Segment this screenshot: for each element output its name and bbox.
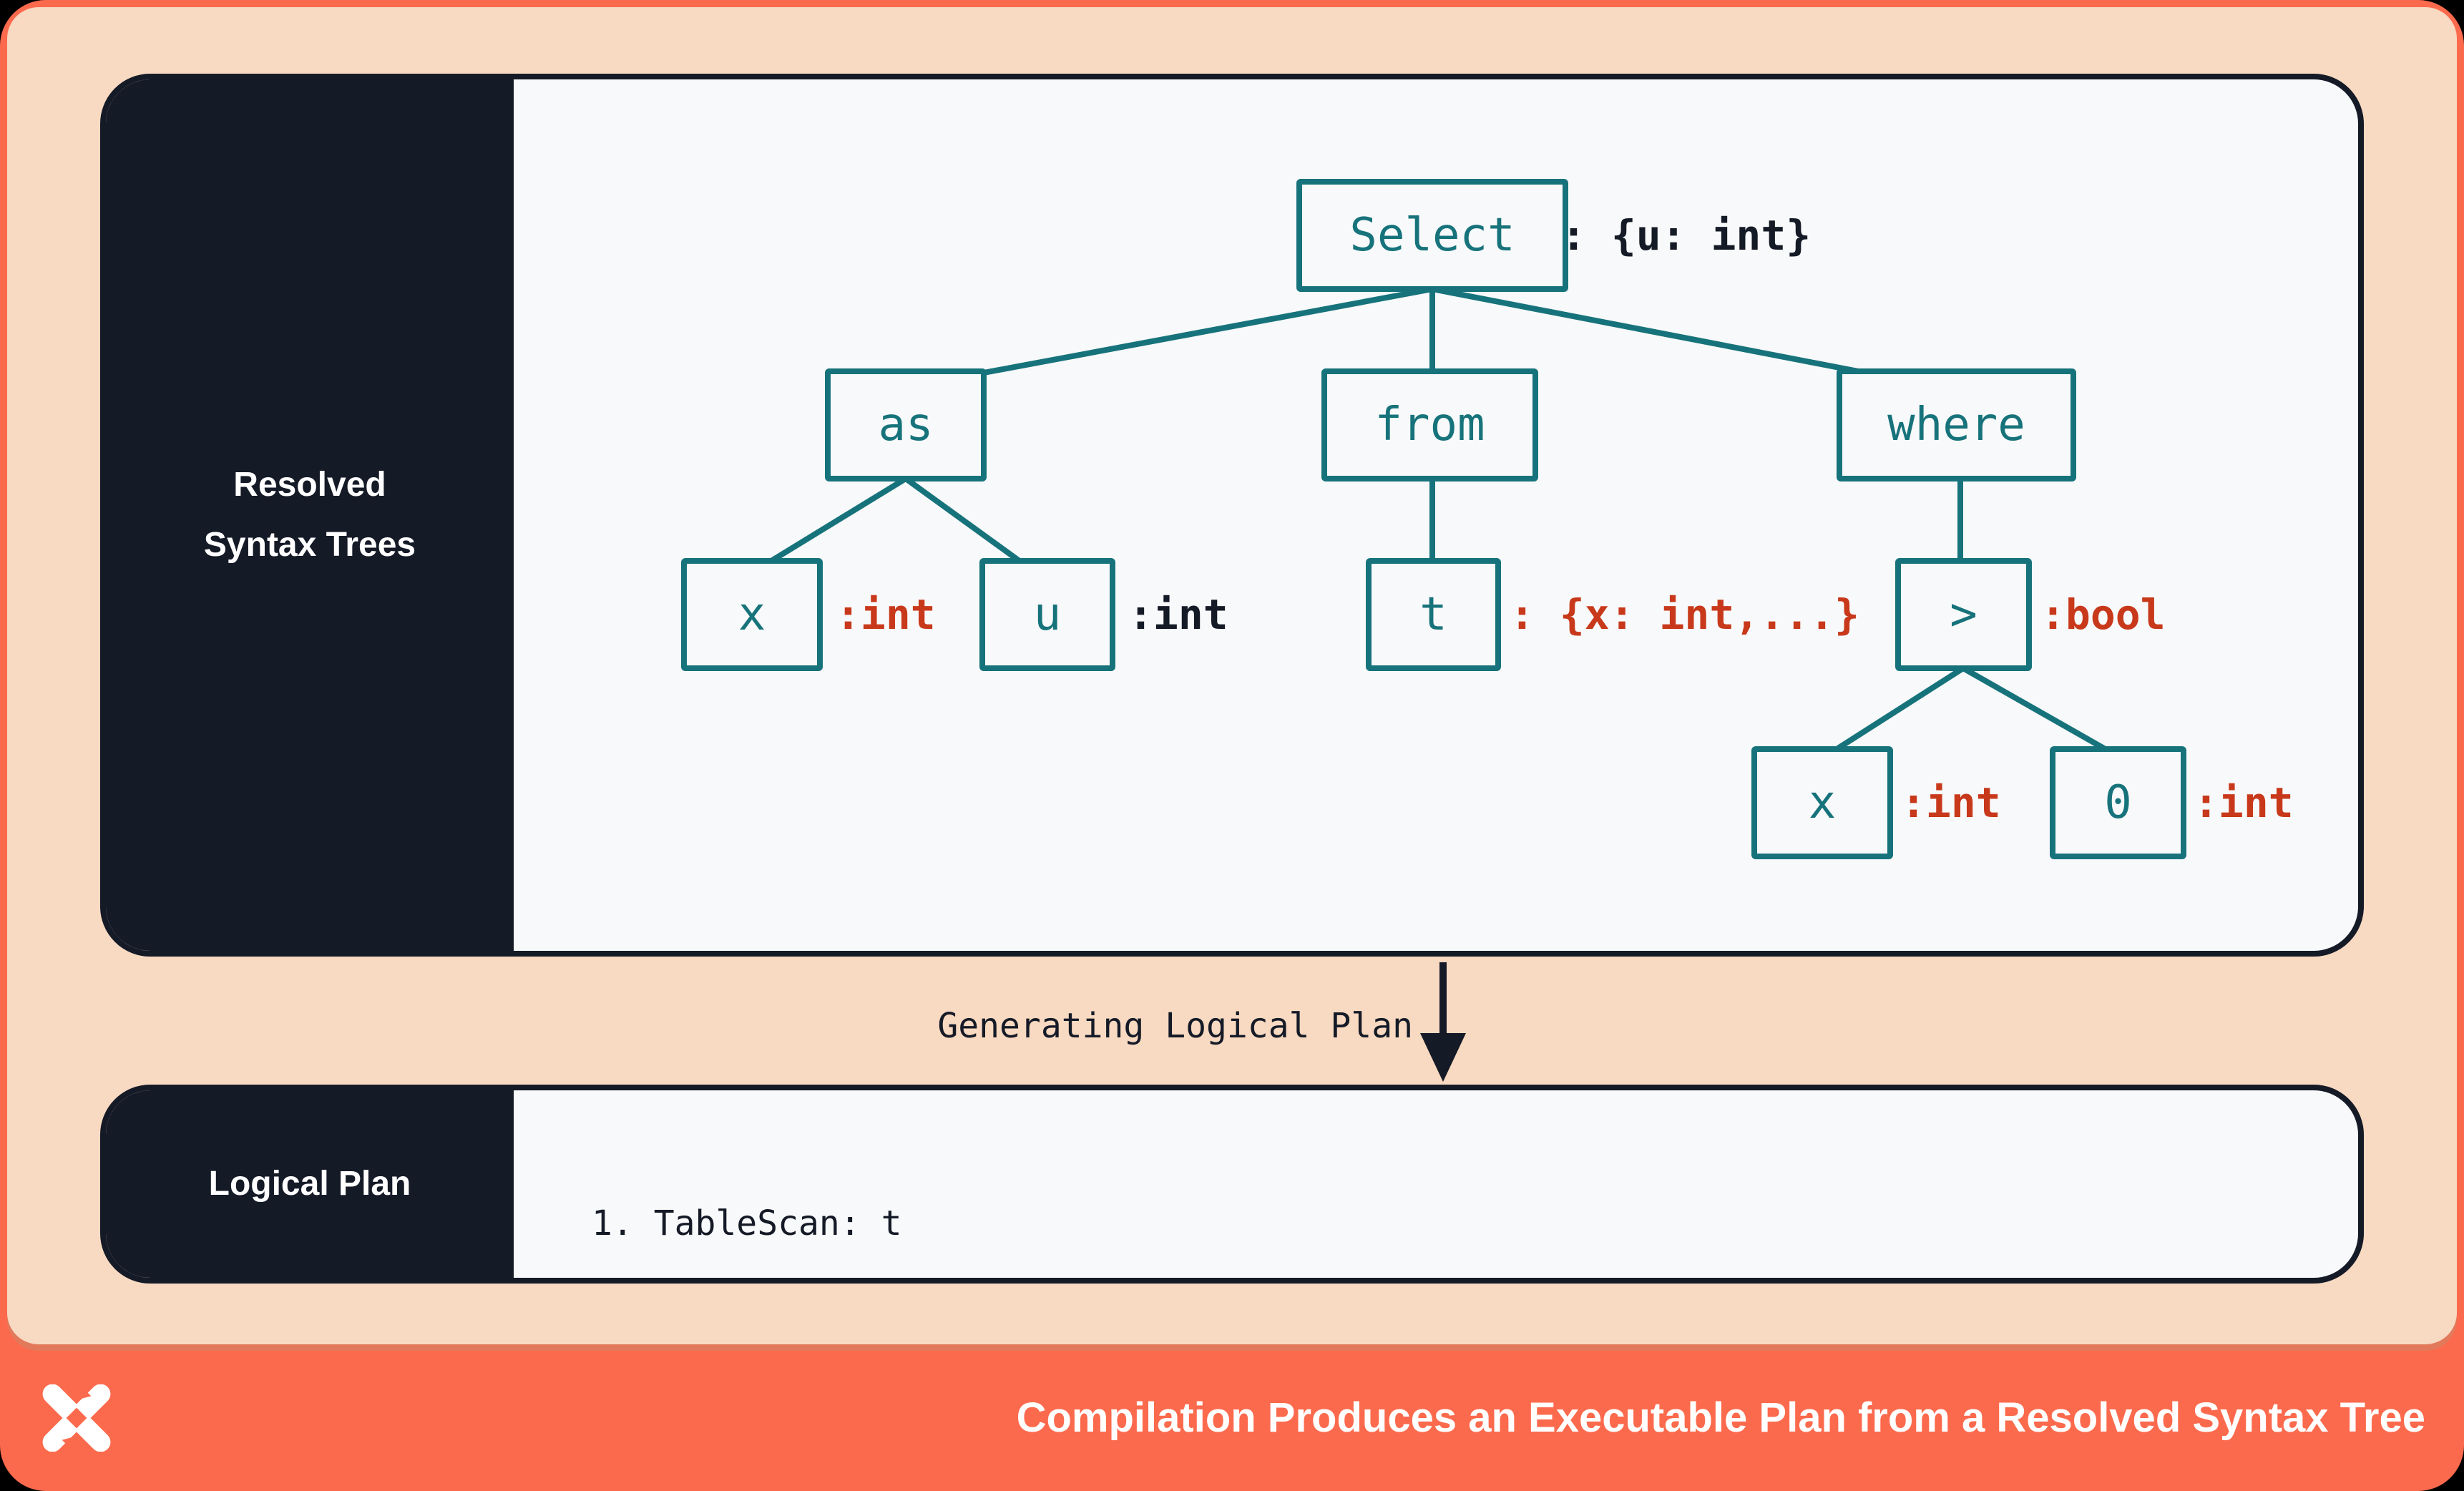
transition-label: Generating Logical Plan [937, 1006, 1413, 1046]
footer-title: Compilation Produces an Executable Plan … [1016, 1394, 2425, 1441]
tree-node-x-alias-label: x [738, 588, 766, 641]
tree-node-zero-literal-label: 0 [2104, 776, 2132, 829]
tree-node-where: where [1837, 368, 2076, 481]
type-annotation-select: : {u: int} [1561, 211, 1812, 260]
down-arrow-icon [1420, 962, 1466, 1082]
footer: Compilation Produces an Executable Plan … [0, 1344, 2464, 1491]
plan-sidebar: Logical Plan [106, 1090, 514, 1278]
plan-panel-title-text: Logical Plan [208, 1165, 411, 1203]
tree-node-t-table: t [1366, 558, 1501, 671]
type-annotation-zero-literal: :int [2194, 778, 2294, 827]
tree-node-greater-than: > [1895, 558, 2032, 671]
rst-panel-title: Resolved Syntax Trees [204, 455, 416, 575]
tree-node-as-label: as [878, 399, 934, 451]
resolved-syntax-trees-panel: Resolved Syntax Trees [100, 74, 2364, 957]
rst-sidebar: Resolved Syntax Trees [106, 79, 514, 951]
logical-plan-steps: 1. TableScan: t 2. Filter: t.x > 0 3. Pr… [592, 1100, 1067, 1278]
tree-node-u-alias-label: u [1033, 588, 1062, 641]
tree-node-x-operand: x [1751, 746, 1893, 859]
tree-node-x-alias: x [681, 558, 823, 671]
tree-node-u-alias: u [979, 558, 1115, 671]
type-annotation-u-alias: :int [1128, 590, 1228, 639]
tree-node-from-label: from [1374, 399, 1485, 451]
type-annotation-x-alias: :int [836, 590, 936, 639]
rst-panel-title-line2: Syntax Trees [203, 526, 416, 564]
tree-node-select-label: Select [1349, 209, 1515, 262]
tree-node-greater-than-label: > [1950, 588, 1977, 641]
type-annotation-x-operand: :int [1901, 778, 2001, 827]
tree-node-select: Select [1296, 179, 1568, 292]
tree-node-as: as [825, 368, 987, 481]
tree-node-from: from [1321, 368, 1538, 481]
plan-panel-title: Logical Plan [209, 1154, 411, 1214]
rst-panel-title-line1: Resolved [233, 466, 386, 504]
plan-step-1: 1. TableScan: t [592, 1203, 902, 1243]
logical-plan-panel: Logical Plan 1. TableScan: t 2. Filter: … [100, 1085, 2364, 1284]
tree-node-x-operand-label: x [1808, 776, 1837, 829]
tree-node-where-label: where [1887, 399, 2025, 451]
tree-node-zero-literal: 0 [2050, 746, 2186, 859]
type-annotation-greater-than: :bool [2040, 590, 2166, 639]
type-annotation-t-table: : {x: int,...} [1510, 590, 1859, 639]
tree-node-t-table-label: t [1419, 588, 1447, 641]
dolt-x-logo [42, 1384, 111, 1452]
